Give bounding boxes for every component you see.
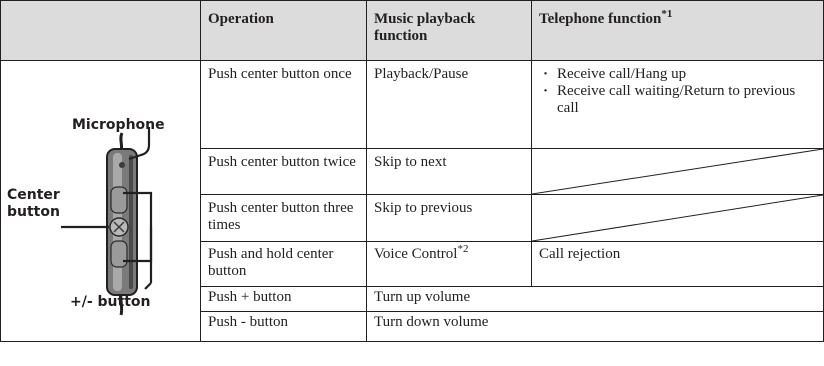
header-row: Operation Music playback function Teleph… [0,0,824,61]
row-2-telephone-not-applicable [531,148,824,195]
header-music: Music playback function [366,0,532,61]
table-row: Push + button Turn up volume [1,286,824,312]
plus-button-shape [110,186,128,214]
table-row: Push - button Turn down volume [1,311,824,342]
row-4-telephone: Call rejection [531,241,824,287]
row-3-telephone-not-applicable [531,194,824,242]
row-4-music-text: Voice Control [374,246,458,262]
header-telephone-text: Telephone function [539,11,662,27]
row-1-music: Playback/Pause [366,60,532,149]
header-operation: Operation [200,0,367,61]
row-2-music: Skip to next [366,148,532,195]
table-row: Push and hold center button Voice Contro… [1,241,824,287]
minus-button-shape [110,240,128,268]
row-4-music-footnote: *2 [457,243,469,255]
row-3-music: Skip to previous [366,194,532,242]
row-5-operation: Push + button [200,286,367,312]
remote-control-illustration [61,127,153,316]
row-5-merged: Turn up volume [366,286,824,312]
row-3-operation: Push center button three times [200,194,367,242]
row-4-music: Voice Control*2 [366,241,532,287]
row-1-telephone-item: Receive call/Hang up [539,66,816,83]
remote-diagram-cell: Microphone Center button +/- button [0,60,201,342]
center-button-label: Center button [7,187,60,220]
table-row: Push center button three times Skip to p… [1,194,824,242]
diagonal-slash-icon [532,149,823,194]
row-4-operation: Push and hold center button [200,241,367,287]
row-1-operation: Push center button once [200,60,367,149]
controls-table: Operation Music playback function Teleph… [0,0,824,342]
header-blank-cell [0,0,201,61]
plus-minus-button-label: +/- button [70,294,151,310]
diagonal-slash-icon [532,195,823,241]
microphone-label: Microphone [72,117,165,133]
row-2-operation: Push center button twice [200,148,367,195]
microphone-icon [119,162,125,168]
row-1-telephone-item: Receive call waiting/Return to previous … [539,83,816,117]
row-1-telephone: Receive call/Hang up Receive call waitin… [531,60,824,149]
header-telephone-footnote: *1 [661,8,673,20]
header-telephone: Telephone function*1 [531,0,824,61]
table-row: Microphone Center button +/- button Push… [0,60,824,342]
row-6-operation: Push - button [200,311,367,342]
row-6-merged: Turn down volume [366,311,824,342]
